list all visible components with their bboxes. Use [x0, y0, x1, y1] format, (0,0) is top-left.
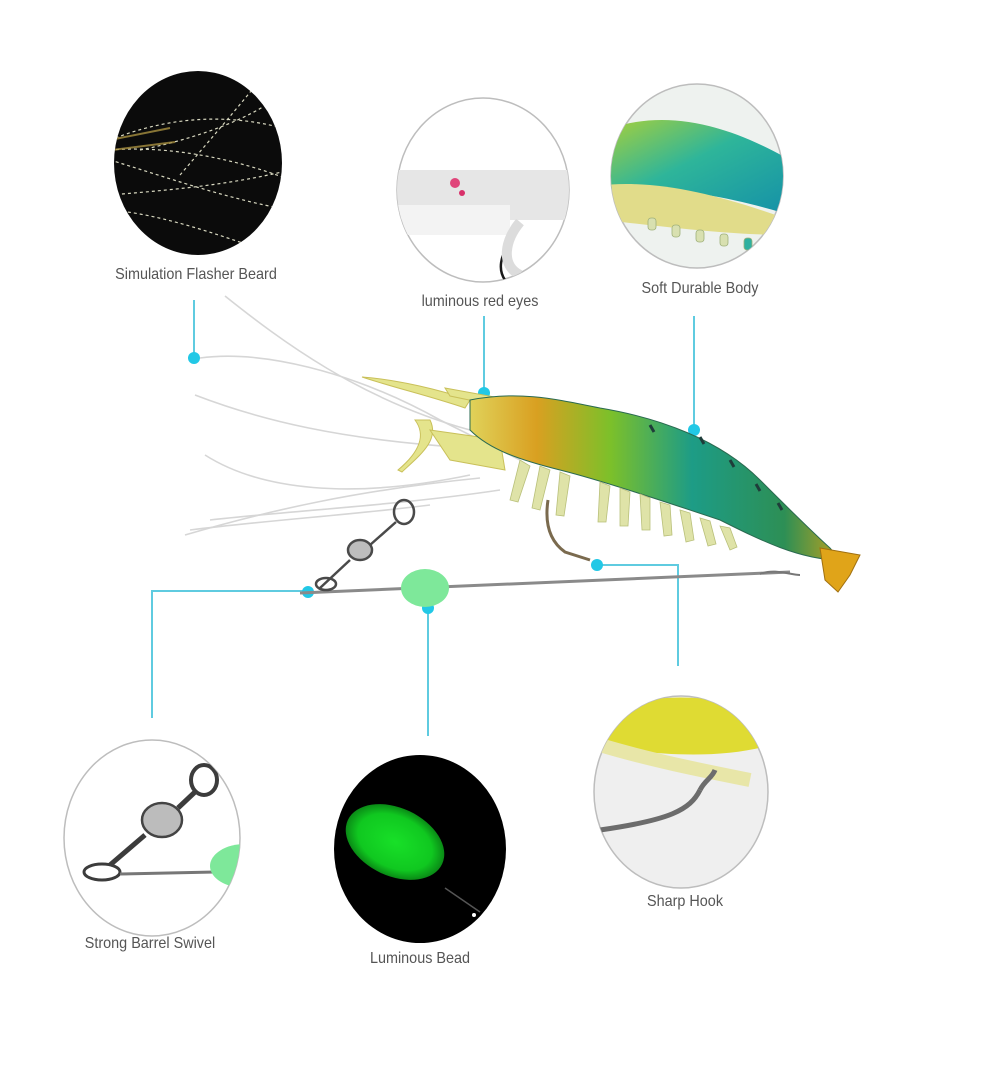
connector-lines	[151, 300, 695, 736]
callout-circle-flasher-beard	[114, 71, 282, 255]
label-sharp-hook: Sharp Hook	[646, 893, 724, 910]
callout-circle-luminous-bead	[334, 755, 506, 943]
label-luminous-bead: Luminous Bead	[369, 950, 471, 967]
callout-circle-red-eyes	[396, 97, 570, 283]
label-red-eyes: luminous red eyes	[421, 293, 539, 310]
label-soft-body: Soft Durable Body	[641, 280, 759, 297]
label-flasher-beard: Simulation Flasher Beard	[115, 266, 277, 283]
callout-circle-sharp-hook	[593, 695, 769, 889]
shrimp-lure	[184, 295, 861, 607]
callout-circle-soft-body	[610, 83, 784, 269]
callout-circle-barrel-swivel	[63, 739, 241, 937]
label-barrel-swivel: Strong Barrel Swivel	[84, 935, 216, 952]
